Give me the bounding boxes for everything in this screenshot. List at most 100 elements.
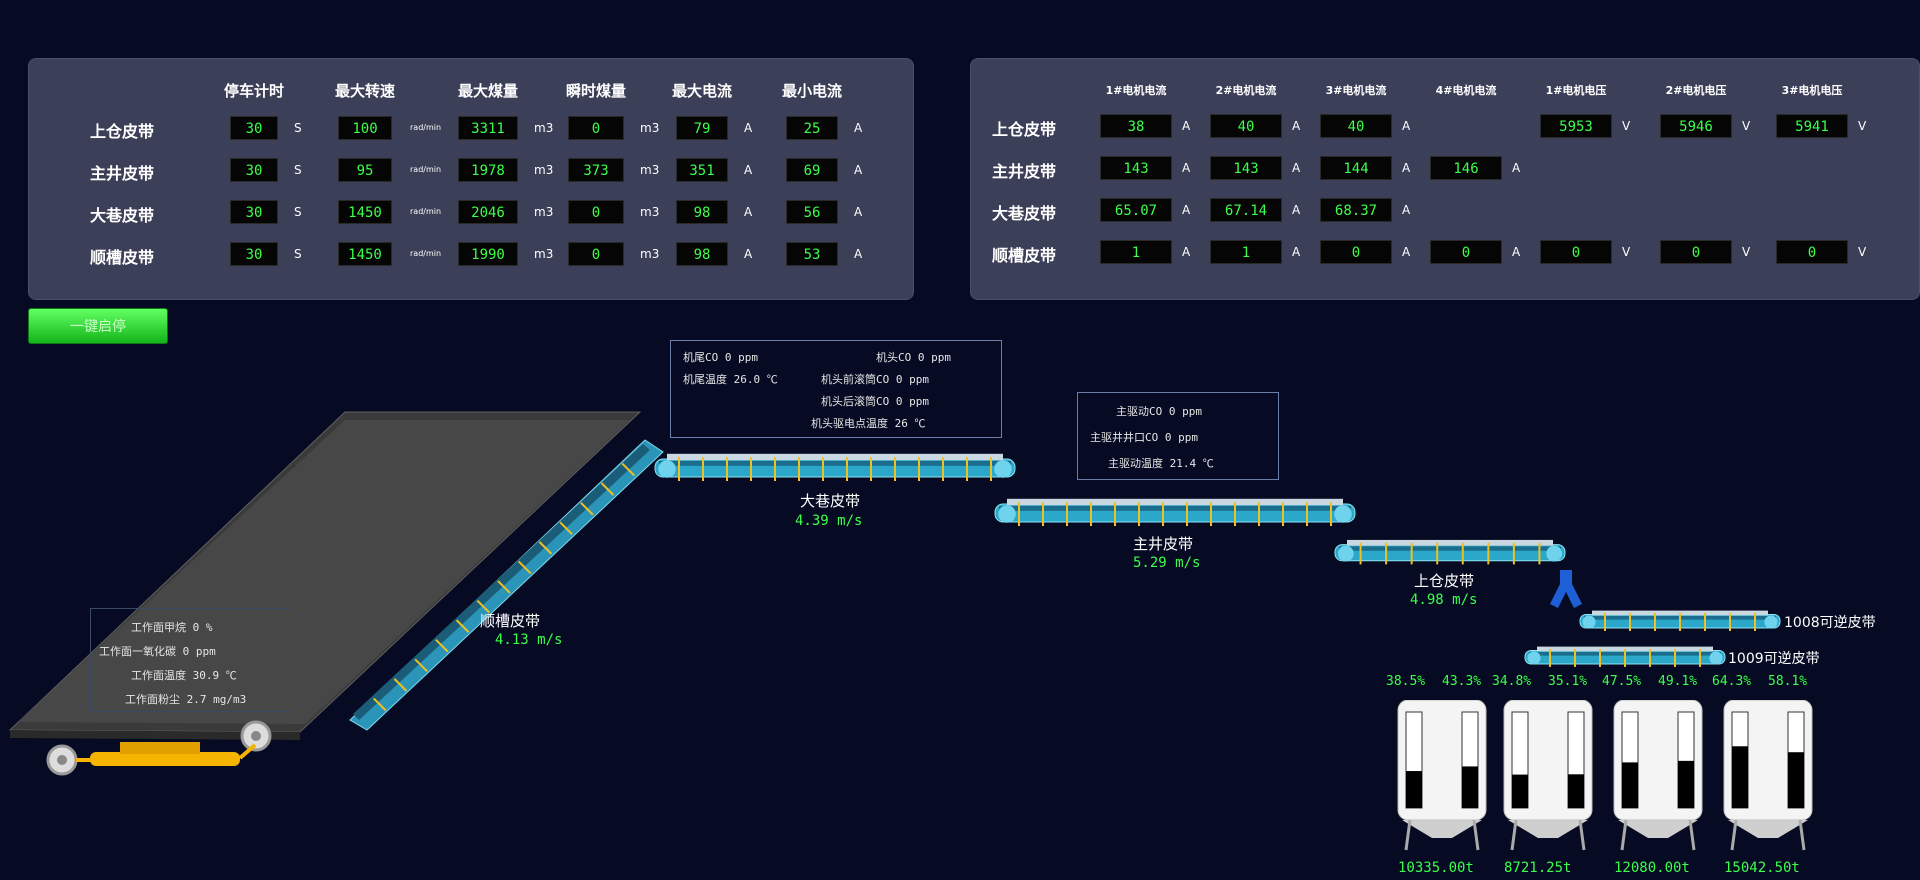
left-table-unit: A	[854, 247, 863, 261]
left-table-value: 56	[786, 200, 838, 224]
right-table-value: 143	[1100, 156, 1172, 180]
right-table-value: 143	[1210, 156, 1282, 180]
right-table-row-label: 顺槽皮带	[992, 246, 1057, 265]
right-table-unit: V	[1742, 119, 1751, 133]
right-table-value: 0	[1540, 240, 1612, 264]
left-table-header-3: 瞬时煤量	[565, 82, 626, 100]
right-table-header-2: 3#电机电流	[1325, 84, 1387, 97]
right-table-value: 5946	[1660, 114, 1732, 138]
silo-left-percent: 38.5%	[1386, 674, 1426, 689]
right-table-row-label: 上仓皮带	[992, 120, 1057, 139]
left-table-unit: rad/min	[410, 249, 442, 258]
silo-level-fill	[1406, 771, 1422, 808]
left-table-value: 351	[676, 158, 728, 182]
coal-silo	[1613, 700, 1703, 851]
right-table-unit: V	[1742, 245, 1751, 259]
right-table-row-label: 大巷皮带	[992, 204, 1057, 223]
sensor-reading: 机头驱电点温度 26 ℃	[811, 417, 926, 430]
work-face-sensor-box: 工作面甲烷 0 % 工作面一氧化碳 0 ppm 工作面温度 30.9 ℃ 工作面粉尘 …	[90, 608, 292, 712]
belt-1008-label: 1008可逆皮带	[1784, 615, 1876, 631]
sensor-reading: 主驱井井口CO 0 ppm	[1090, 431, 1198, 444]
left-table-unit: m3	[534, 163, 554, 177]
left-table-unit: m3	[534, 205, 554, 219]
silo-left-percent: 64.3%	[1712, 674, 1752, 689]
sensor-reading: 工作面温度 30.9 ℃	[131, 669, 237, 682]
belt-roller	[414, 658, 428, 672]
right-table-value: 40	[1210, 114, 1282, 138]
silo-right-percent: 49.1%	[1658, 674, 1698, 689]
left-table-unit: m3	[534, 121, 554, 135]
belt-roller	[559, 521, 573, 535]
left-table-value: 98	[676, 200, 728, 224]
left-table-unit: A	[744, 205, 753, 219]
sensor-reading: 主驱动CO 0 ppm	[1116, 405, 1202, 418]
left-table-value: 79	[676, 116, 728, 140]
left-table-unit: rad/min	[410, 165, 442, 174]
right-table-unit: A	[1292, 203, 1301, 217]
left-table-unit: A	[744, 121, 753, 135]
left-table-value: 1450	[338, 242, 392, 266]
left-table-row-label: 顺槽皮带	[90, 248, 155, 267]
left-table-value: 100	[338, 116, 392, 140]
right-table-header-6: 3#电机电压	[1781, 84, 1843, 97]
belt-roller	[518, 560, 532, 575]
right-table-value: 5941	[1776, 114, 1848, 138]
left-table-unit: rad/min	[410, 123, 442, 132]
belt-1008-conveyor	[1579, 610, 1781, 631]
left-table-row-label: 主井皮带	[90, 164, 155, 183]
left-table-unit: A	[854, 163, 863, 177]
belt-roller	[435, 639, 449, 653]
left-table-header-5: 最小电流	[781, 82, 842, 100]
right-table-value: 67.14	[1210, 198, 1282, 222]
left-table-value: 1978	[458, 158, 518, 182]
silo-level-fill	[1678, 760, 1694, 808]
sensor-reading: 工作面粉尘 2.7 mg/m3	[125, 693, 247, 706]
right-table-unit: V	[1622, 119, 1631, 133]
right-table-value: 68.37	[1320, 198, 1392, 222]
right-table-value: 1	[1100, 240, 1172, 264]
left-table-value: 25	[786, 116, 838, 140]
left-table-value: 30	[230, 116, 278, 140]
sensor-reading: 工作面甲烷 0 %	[131, 621, 213, 634]
left-table-value: 0	[568, 116, 624, 140]
left-table-row-label: 上仓皮带	[90, 122, 155, 141]
right-table-unit: A	[1182, 203, 1191, 217]
silo-level-fill	[1512, 774, 1528, 808]
left-table-unit: m3	[640, 121, 660, 135]
left-table-unit: m3	[640, 247, 660, 261]
silo-tonnage: 12080.00t	[1614, 860, 1690, 876]
silo-left-percent: 47.5%	[1602, 674, 1642, 689]
right-table-header-5: 2#电机电压	[1665, 84, 1727, 97]
sensor-reading: 机头前滚筒CO 0 ppm	[821, 373, 929, 386]
belt-1009-label: 1009可逆皮带	[1728, 651, 1820, 667]
zhujing-belt-speed: 5.29 m/s	[1133, 555, 1201, 571]
silo-right-percent: 35.1%	[1548, 674, 1588, 689]
belt-roller	[497, 580, 511, 594]
silo-left-percent: 34.8%	[1492, 674, 1532, 689]
left-table-value: 30	[230, 158, 278, 182]
right-table-unit: A	[1402, 245, 1411, 259]
sensor-reading: 工作面一氧化碳 0 ppm	[99, 645, 216, 658]
left-table-value: 1450	[338, 200, 392, 224]
belt-roller	[538, 541, 553, 555]
belt-roller	[600, 482, 615, 496]
zhujing-belt-label: 主井皮带	[1133, 535, 1194, 553]
left-table-value: 0	[568, 242, 624, 266]
coal-silo	[1397, 700, 1487, 851]
left-table-value: 1990	[458, 242, 518, 266]
diverter-chute-icon	[1550, 570, 1582, 608]
start-stop-button[interactable]: 一键启停	[28, 308, 168, 344]
belt-roller	[580, 502, 594, 516]
right-table-value: 0	[1660, 240, 1732, 264]
right-table-value: 0	[1430, 240, 1502, 264]
left-table-unit: S	[294, 205, 302, 219]
left-table-value: 0	[568, 200, 624, 224]
belt-1009-conveyor	[1524, 646, 1726, 667]
left-table-unit: A	[854, 121, 863, 135]
belt-roller	[476, 599, 490, 614]
right-table-header-3: 4#电机电流	[1435, 84, 1497, 97]
right-table-header-0: 1#电机电流	[1105, 84, 1167, 97]
left-table-unit: A	[744, 247, 753, 261]
sensor-reading: 机头CO 0 ppm	[876, 351, 951, 364]
